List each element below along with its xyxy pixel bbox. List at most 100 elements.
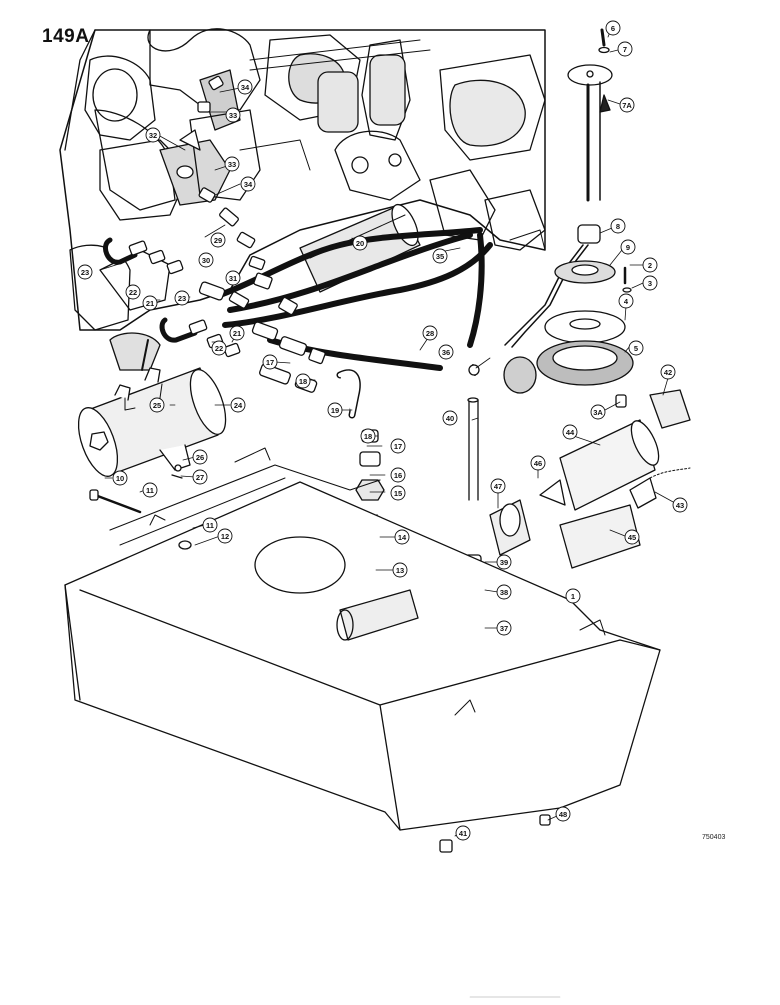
svg-text:15: 15 (394, 489, 402, 498)
callout-6: 6 (605, 20, 621, 36)
svg-text:4: 4 (624, 297, 629, 306)
callout-34: 34 (237, 79, 253, 95)
callout-35: 35 (432, 248, 448, 264)
callout-7: 7 (617, 41, 633, 57)
svg-text:16: 16 (394, 471, 402, 480)
callout-47: 47 (490, 478, 506, 494)
svg-text:22: 22 (129, 288, 137, 297)
callout-23: 23 (77, 264, 93, 280)
svg-text:37: 37 (500, 624, 508, 633)
callout-26: 26 (192, 449, 208, 465)
callout-1: 1 (565, 588, 581, 604)
callout-48: 48 (555, 806, 571, 822)
svg-text:33: 33 (229, 111, 237, 120)
svg-text:22: 22 (215, 344, 223, 353)
callout-46: 46 (530, 455, 546, 471)
svg-text:21: 21 (233, 329, 241, 338)
svg-text:12: 12 (221, 532, 229, 541)
callout-13: 13 (392, 562, 408, 578)
svg-text:38: 38 (500, 588, 508, 597)
callout-23-lower: 23 (174, 290, 190, 306)
svg-text:18: 18 (299, 377, 307, 386)
svg-text:36: 36 (442, 348, 450, 357)
svg-text:9: 9 (626, 243, 630, 252)
filler-neck-parts (489, 389, 691, 569)
callout-18: 18 (295, 373, 311, 389)
callout-28: 28 (422, 325, 438, 341)
callout-8: 8 (610, 218, 626, 234)
callout-38: 38 (496, 584, 512, 600)
svg-text:33: 33 (228, 160, 236, 169)
callout-21-lower: 21 (229, 325, 245, 341)
svg-text:21: 21 (146, 299, 154, 308)
fuel-hoses (217, 227, 493, 371)
callout-11: 11 (142, 482, 158, 498)
svg-text:43: 43 (676, 501, 684, 510)
callout-22: 22 (125, 284, 141, 300)
svg-text:17: 17 (266, 358, 274, 367)
callout-4: 4 (618, 293, 634, 309)
callout-2: 2 (642, 257, 658, 273)
svg-text:41: 41 (459, 829, 467, 838)
callout-29: 29 (210, 232, 226, 248)
standpipe-40 (467, 364, 480, 501)
svg-text:8: 8 (616, 222, 620, 231)
svg-text:2: 2 (648, 261, 652, 270)
callout-33-lower: 33 (224, 156, 240, 172)
callout-33: 33 (225, 107, 241, 123)
callout-39: 39 (496, 554, 512, 570)
callout-44: 44 (562, 424, 578, 440)
svg-text:7: 7 (623, 45, 627, 54)
svg-text:45: 45 (628, 533, 636, 542)
svg-text:31: 31 (229, 274, 237, 283)
svg-text:11: 11 (206, 521, 214, 530)
callout-43: 43 (672, 497, 688, 513)
svg-text:30: 30 (202, 256, 210, 265)
svg-text:44: 44 (566, 428, 575, 437)
callout-32: 32 (145, 127, 161, 143)
callout-18-center: 18 (360, 428, 376, 444)
svg-text:40: 40 (446, 414, 454, 423)
callout-37: 37 (496, 620, 512, 636)
callout-16: 16 (390, 467, 406, 483)
callout-15: 15 (390, 485, 406, 501)
svg-text:23: 23 (81, 268, 89, 277)
callout-19: 19 (327, 402, 343, 418)
callout-31: 31 (225, 270, 241, 286)
fuel-gauge-sending-unit (503, 28, 634, 408)
svg-text:39: 39 (500, 558, 508, 567)
callout-17: 17 (262, 354, 278, 370)
svg-text:19: 19 (331, 406, 339, 415)
callout-9: 9 (620, 239, 636, 255)
svg-text:17: 17 (394, 442, 402, 451)
svg-text:10: 10 (116, 474, 124, 483)
callout-36: 36 (438, 344, 454, 360)
svg-text:18: 18 (364, 432, 372, 441)
svg-text:23: 23 (178, 294, 186, 303)
callout-3: 3 (642, 275, 658, 291)
tank-mounting-hardware (89, 464, 551, 853)
callout-14: 14 (394, 529, 410, 545)
svg-text:3A: 3A (593, 408, 603, 417)
svg-text:24: 24 (234, 401, 243, 410)
svg-text:35: 35 (436, 252, 444, 261)
callout-3a: 3A (590, 404, 606, 420)
callout-11-lower: 11 (202, 517, 218, 533)
svg-text:29: 29 (214, 236, 222, 245)
drawing-code-label: 750403 (702, 834, 726, 841)
callout-7a: 7A (619, 97, 635, 113)
callout-20: 20 (352, 235, 368, 251)
callout-24: 24 (230, 397, 246, 413)
callout-17-center: 17 (390, 438, 406, 454)
svg-text:34: 34 (244, 180, 253, 189)
callout-40: 40 (442, 410, 458, 426)
svg-text:27: 27 (196, 473, 204, 482)
svg-text:20: 20 (356, 239, 364, 248)
svg-text:11: 11 (146, 486, 154, 495)
callout-10: 10 (112, 470, 128, 486)
fitting-cluster (103, 75, 361, 419)
svg-text:14: 14 (398, 533, 407, 542)
svg-text:3: 3 (648, 279, 652, 288)
svg-text:34: 34 (241, 83, 250, 92)
